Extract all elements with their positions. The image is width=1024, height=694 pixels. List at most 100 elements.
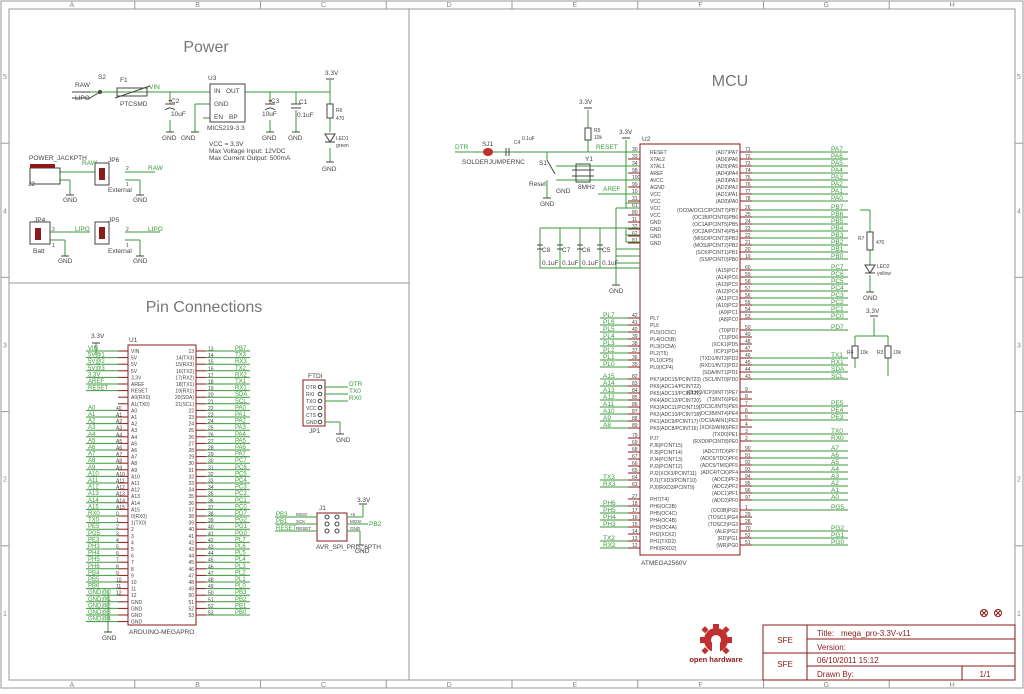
mcu-rnet-a0: A0 bbox=[831, 494, 839, 501]
mcu-rpin-name-a15-pc7: (A15)PC7 bbox=[716, 268, 738, 274]
label-r5-val: 10k bbox=[594, 135, 603, 141]
megapro-lpin-num-1: 1 bbox=[116, 518, 119, 524]
label-spi-name: AVR_SPI_PRG_6PTH bbox=[316, 544, 381, 551]
megapro-rnet-pg2: PG2 bbox=[235, 518, 248, 524]
megapro-rnet-pl0: PL0 bbox=[235, 584, 246, 590]
mcu-rpin-name-wr-pg0: (WR)PG0 bbox=[716, 543, 738, 549]
mcu-pin-num-15: 15 bbox=[632, 522, 638, 528]
megapro-lpin-name-12: 12 bbox=[131, 593, 137, 599]
mcu-rpin-num-71: 71 bbox=[745, 147, 751, 153]
megapro-rpin-num-30: 30 bbox=[188, 461, 194, 467]
spi-right-gnd: GND bbox=[350, 526, 361, 531]
megapro-lnet-3-3v: 3.3V bbox=[88, 372, 100, 378]
section-title-mcu: MCU bbox=[712, 73, 748, 90]
mcu-pin-num-84: 84 bbox=[632, 388, 638, 394]
label-green: green bbox=[336, 143, 349, 149]
label-mcu-3v3-a: 3.3V bbox=[579, 99, 593, 106]
megapro-rpin-num-37: 37 bbox=[188, 507, 194, 513]
grid-col-bottom-c: C bbox=[321, 682, 326, 689]
megapro-lnet-a4: A4 bbox=[88, 432, 96, 438]
mcu-rpin-name-sck-pcint1-pb1: (SCK/PCINT1)PB1 bbox=[696, 250, 738, 256]
megapro-rpin-num-41: 41 bbox=[188, 534, 194, 540]
mcu-pin-name-pk4-adc12-pcint20: PK4(ADC12/PCINT20) bbox=[650, 398, 701, 404]
label-r4: R4 bbox=[847, 350, 854, 356]
megapro-lpin-name-gnd: GND bbox=[131, 620, 143, 626]
mcu-rpin-name-adc4-tck-pf4: (ADC4/TCK)PF4 bbox=[701, 470, 738, 476]
mcu-net-pl2: PL2 bbox=[603, 347, 615, 354]
megapro-rpin-num-51: 51 bbox=[188, 600, 194, 606]
label-y1-val: 8MHz bbox=[578, 184, 595, 191]
grid-col-top-a: A bbox=[70, 2, 75, 9]
megapro-rpin-idx-53: 53 bbox=[208, 611, 214, 617]
megapro-rpin-idx-13: 13 bbox=[208, 347, 214, 353]
label-u3-in: IN bbox=[214, 88, 221, 95]
megapro-lnet-ph4: PH4 bbox=[88, 551, 100, 557]
mcu-rnet-pe3: PE3 bbox=[831, 414, 844, 421]
megapro-rpin-num-23: 23 bbox=[188, 415, 194, 421]
mcu-rpin-num-29: 29 bbox=[745, 512, 751, 518]
megapro-lpin-name-1-tx0: 1(TX0) bbox=[131, 521, 147, 527]
label-reset-btn: Reset bbox=[529, 181, 546, 188]
label-gnd-s1: GND bbox=[540, 201, 555, 208]
megapro-rpin-num-40: 40 bbox=[188, 527, 194, 533]
mcu-net-pl1: PL1 bbox=[603, 354, 615, 361]
label-c2-val: 10uF bbox=[171, 111, 186, 118]
mcu-rnet-pb6: PB6 bbox=[831, 211, 844, 218]
megapro-lpin-num-a13: A13 bbox=[116, 492, 125, 498]
mcu-pin-name-gnd: GND bbox=[650, 241, 662, 247]
label-r6-val: 470 bbox=[336, 116, 345, 122]
megapro-rpin-idx-52: 52 bbox=[208, 604, 214, 610]
mcu-pin-num-98: 98 bbox=[632, 168, 638, 174]
label-ftdi: FTDI bbox=[308, 373, 323, 380]
label-ftdi-tx0: TX0 bbox=[349, 388, 361, 395]
megapro-rpin-idx-49: 49 bbox=[208, 584, 214, 590]
megapro-lpin-name-a7: A7 bbox=[131, 455, 137, 461]
megapro-rpin-num-44: 44 bbox=[188, 554, 194, 560]
megapro-rpin-idx-29: 29 bbox=[208, 452, 214, 458]
mcu-net-a10: A10 bbox=[603, 408, 615, 415]
megapro-lnet-ph5: PH5 bbox=[88, 557, 100, 563]
mcu-pin-name-pl6: PL6 bbox=[650, 323, 659, 329]
mcu-rpin-name-ad6-pa6: (AD6)PA6 bbox=[716, 157, 738, 163]
label-r6: R6 bbox=[336, 108, 343, 114]
mcu-pin-name-gnd: GND bbox=[650, 234, 662, 240]
label-gnd-8: GND bbox=[58, 258, 73, 265]
mcu-rpin-name-clko-icp3-int7-pe7: (CLKO/ICP3/INT7)PE7 bbox=[687, 390, 738, 396]
megapro-rpin-idx-48: 48 bbox=[208, 578, 214, 584]
mcu-rpin-num-49: 49 bbox=[745, 332, 751, 338]
megapro-rpin-idx-51: 51 bbox=[208, 597, 214, 603]
mcu-rnet-rx0: RX0 bbox=[831, 435, 844, 442]
grid-col-top-f: F bbox=[698, 2, 702, 9]
label-c7-val: 0.1uF bbox=[562, 260, 579, 267]
label-jp4-pin1: 1 bbox=[52, 243, 55, 249]
label-dtr: DTR bbox=[455, 144, 469, 151]
spi-net-pb1: PB1 bbox=[276, 519, 288, 525]
mcu-pin-num-12: 12 bbox=[632, 543, 638, 549]
megapro-rnet-pg0: PG0 bbox=[235, 531, 248, 537]
mcu-pin-num-69: 69 bbox=[632, 440, 638, 446]
mcu-pin-num-39: 39 bbox=[632, 334, 638, 340]
megapro-rnet-pa6: PA6 bbox=[235, 445, 247, 451]
megapro-rpin-num-43: 43 bbox=[188, 547, 194, 553]
label-gnd-1: GND bbox=[162, 135, 177, 142]
spi-pad-left bbox=[324, 514, 330, 520]
megapro-lpin-num-6: 6 bbox=[116, 551, 119, 557]
mcu-rpin-num-4: 4 bbox=[745, 422, 748, 428]
label-gnd-7: GND bbox=[133, 197, 148, 204]
mcu-rpin-name-adc5-tms-pf5: (ADC5/TMS)PF5 bbox=[700, 463, 738, 469]
mcu-rpin-name-rxd0-pcint8-pe0: (RXD0/PCINT8)PE0 bbox=[693, 439, 739, 445]
mcu-rpin-num-54: 54 bbox=[745, 307, 751, 313]
megapro-lpin-num-a15: A15 bbox=[116, 505, 125, 511]
mcu-rpin-num-24: 24 bbox=[745, 219, 751, 225]
mcu-pin-name-pj6-pcint15: PJ6(PCINT15) bbox=[650, 443, 683, 449]
megapro-lpin-name-5v: 5V bbox=[131, 369, 138, 375]
mcu-pin-name-pj7: PJ7 bbox=[650, 436, 659, 442]
megapro-rpin-num-32: 32 bbox=[188, 474, 194, 480]
megapro-rpin-idx-26: 26 bbox=[208, 432, 214, 438]
mcu-pin-name-pl1-icp5: PL1(ICP5) bbox=[650, 358, 674, 364]
megapro-rpin-num-38: 38 bbox=[188, 514, 194, 520]
mcu-pin-name-aref: AREF bbox=[650, 171, 663, 177]
megapro-lnet-a0: A0 bbox=[88, 405, 96, 411]
pins-labels: 3.3V U1 GND ARDUINO-MEGAPRO bbox=[91, 333, 194, 642]
mcu-rnet-pa6: PA6 bbox=[831, 153, 843, 160]
